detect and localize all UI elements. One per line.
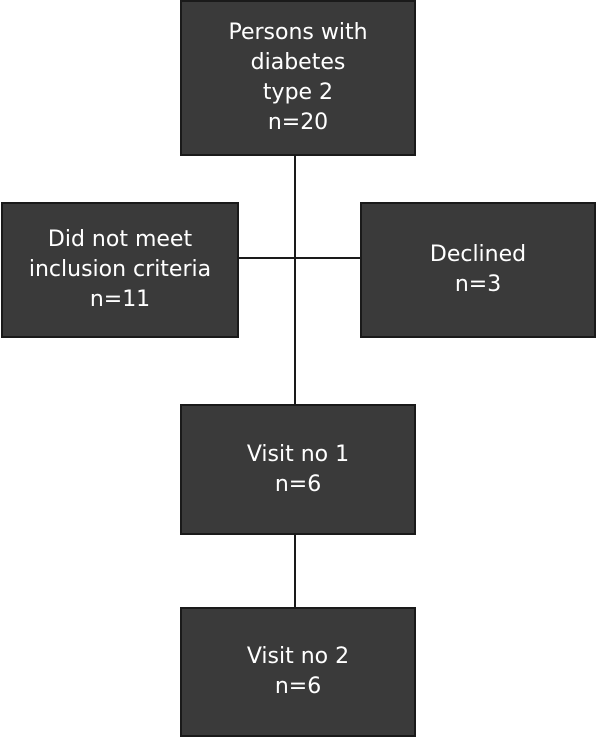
box-count: n=20 [267, 110, 329, 135]
box-visit-1: Visit no 1 n=6 [180, 404, 416, 535]
box-persons-with-diabetes: Persons with diabetes type 2 n=20 [180, 0, 416, 156]
connector-visit1-to-visit2 [294, 534, 296, 608]
connector-start-to-visit1 [294, 150, 296, 406]
box-text-line: inclusion criteria [28, 257, 212, 282]
box-text-line: diabetes [250, 50, 346, 75]
box-text-line: Visit no 1 [246, 441, 350, 467]
box-text-line: Persons with [228, 20, 368, 45]
box-text-line: Declined [429, 242, 527, 267]
box-declined: Declined n=3 [360, 202, 596, 338]
connector-exclusions [238, 257, 362, 259]
box-count: n=3 [454, 272, 502, 297]
box-count: n=6 [274, 674, 322, 699]
box-count: n=6 [274, 471, 322, 497]
box-count: n=11 [89, 287, 151, 312]
box-text-line: Visit no 2 [246, 644, 350, 669]
box-did-not-meet-criteria: Did not meet inclusion criteria n=11 [1, 202, 239, 338]
box-visit-2: Visit no 2 n=6 [180, 607, 416, 737]
box-text-line: type 2 [262, 80, 334, 105]
box-text-line: Did not meet [47, 227, 193, 252]
